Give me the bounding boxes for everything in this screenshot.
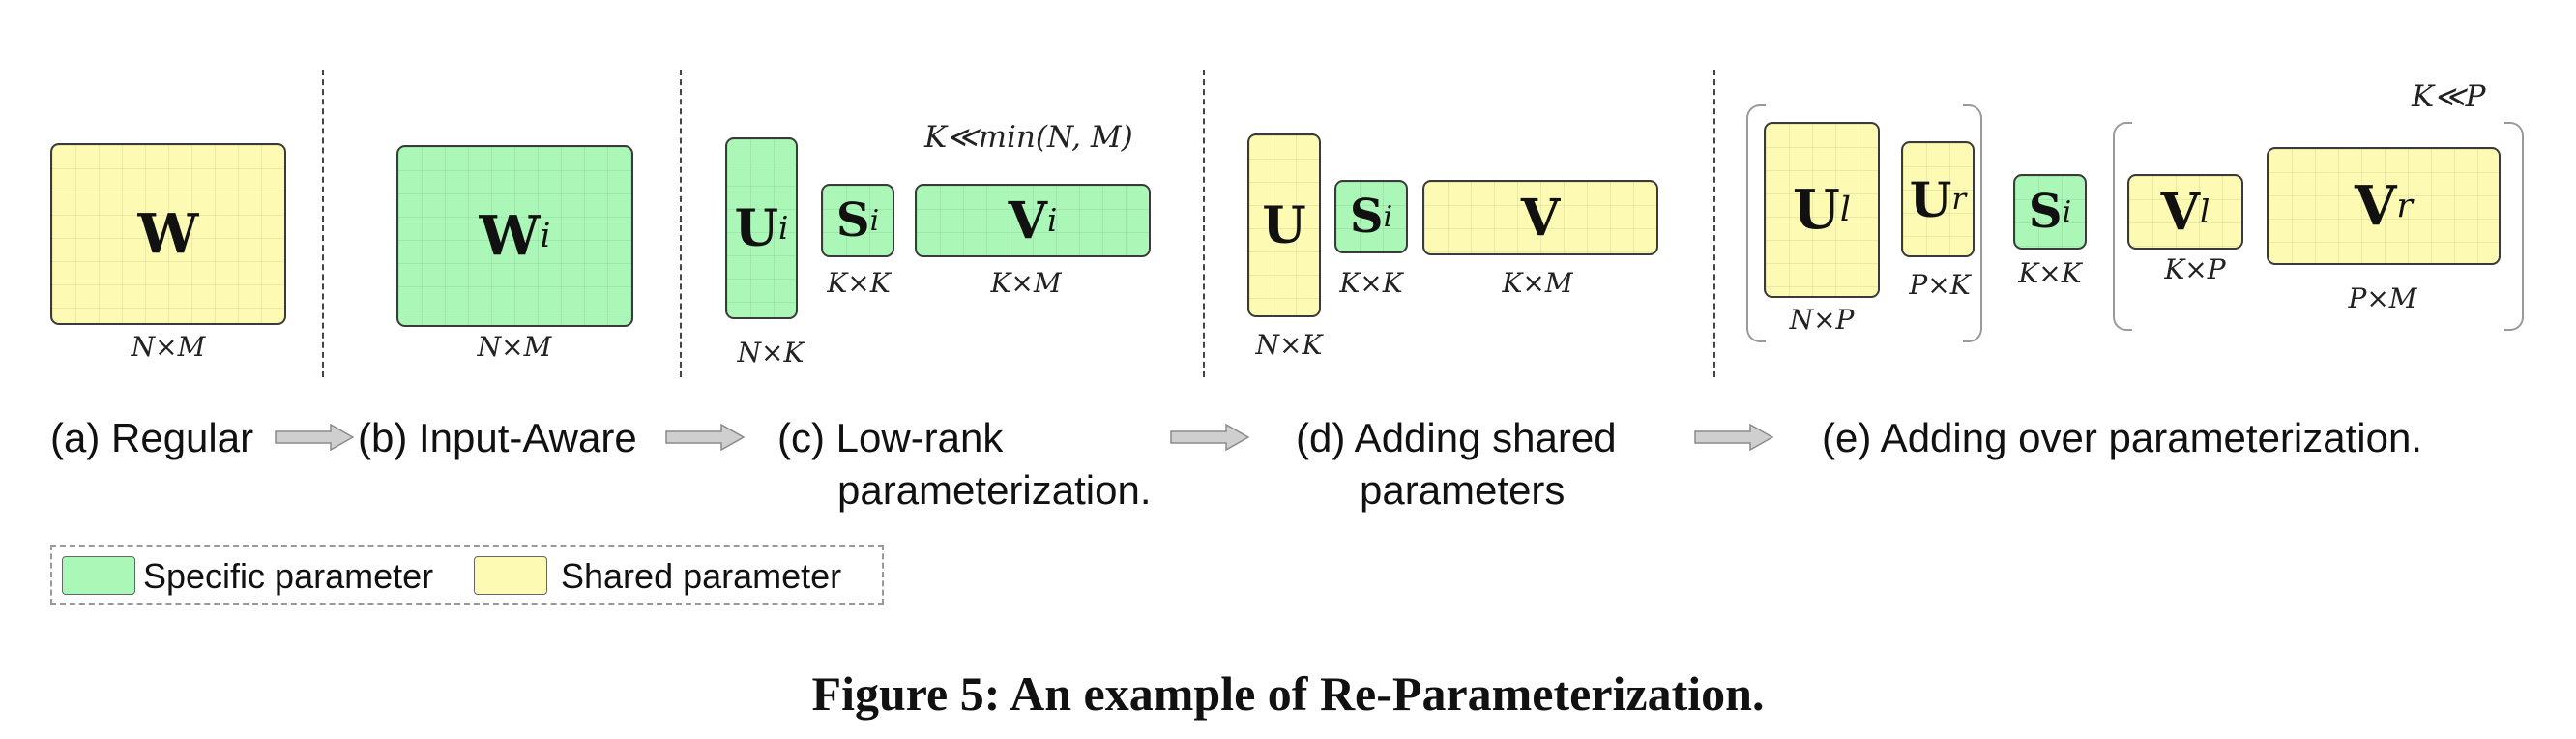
dim-label: K×P [2164,253,2226,285]
panel-separator [1713,70,1715,377]
caption-low-rank-line1: (c) Low-rank [777,415,1004,460]
dim-label: N×K [1255,329,1323,361]
matrix-u-shared: U [1247,133,1321,317]
dim-label: N×K [737,337,805,369]
dim-label: K×K [827,267,891,299]
dim-label: K×M [990,267,1062,299]
legend-swatch-shared [474,556,547,595]
caption-shared-line2: parameters [1360,467,1566,513]
legend-swatch-specific [62,556,135,595]
dim-label: P×K [1909,269,1971,301]
right-bracket [1963,104,1982,342]
right-arrow-icon [1170,424,1249,451]
caption-regular: (a) Regular [50,415,254,460]
rank-constraint-note: K≪min(N, M) [924,120,1133,155]
dim-label: P×M [2348,282,2417,314]
right-arrow-icon [665,424,745,451]
legend-label-shared: Shared parameter [561,556,842,596]
dim-label: K×K [2018,257,2082,289]
caption-low-rank-line2: parameterization. [837,467,1152,513]
left-bracket [1746,104,1766,342]
legend: Specific parameter Shared parameter [50,545,884,605]
dim-label: N×M [477,331,552,363]
caption-shared-line1: (d) Adding shared [1296,415,1617,460]
matrix-v-shared: V [1422,180,1658,255]
left-bracket [2113,122,2132,331]
right-arrow-icon [275,424,354,451]
matrix-w-shared: W [50,143,286,325]
right-arrow-icon [1694,424,1773,451]
caption-over-param: (e) Adding over parameterization. [1822,415,2422,460]
legend-label-specific: Specific parameter [143,556,434,596]
figure-caption: Figure 5: An example of Re-Parameterizat… [811,666,1765,721]
dim-label: K×K [1339,267,1403,299]
panel-separator [1203,70,1205,377]
panel-separator [680,70,682,377]
dim-label: K×M [1502,267,1573,299]
right-bracket [2504,122,2524,331]
caption-input-aware: (b) Input-Aware [358,415,637,460]
dim-label: N×P [1789,304,1855,336]
over-param-note: K≪P [2412,79,2486,114]
panel-separator [322,70,324,377]
dim-label: N×M [131,331,206,363]
